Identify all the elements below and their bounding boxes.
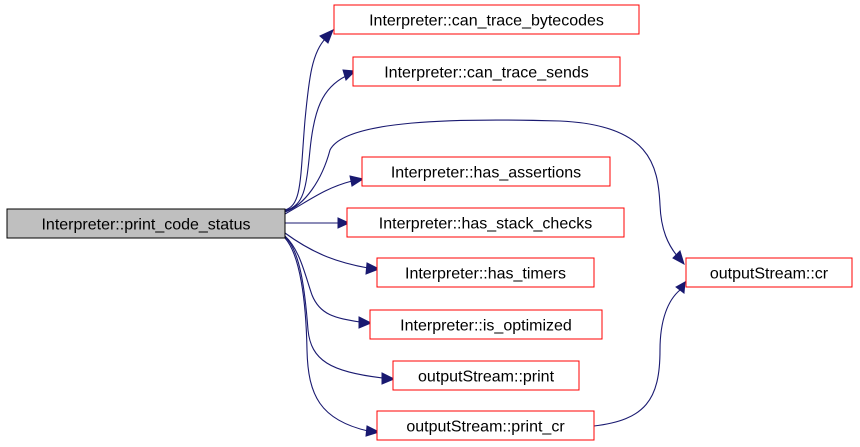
arrowhead-icon [381, 372, 396, 385]
arrowhead-icon [337, 217, 351, 229]
arrowhead-icon [342, 69, 357, 81]
node-cr[interactable]: outputStream::cr [685, 257, 853, 288]
edges-layer [284, 29, 686, 437]
node-has-timers[interactable]: Interpreter::has_timers [376, 257, 595, 288]
arrowhead-icon [365, 262, 381, 275]
edge-print_cr-to-cr [593, 281, 686, 427]
node-has-stack-checks[interactable]: Interpreter::has_stack_checks [346, 207, 625, 238]
edge-line [284, 75, 347, 212]
root-node-root[interactable]: Interpreter::print_code_status [6, 208, 286, 239]
node-print-cr[interactable]: outputStream::print_cr [376, 410, 595, 441]
edge-root-to-can_trace_bytecodes [284, 29, 334, 211]
node-label: outputStream::cr [710, 266, 829, 283]
node-box [685, 257, 853, 288]
node-box [369, 309, 603, 340]
edge-line [284, 232, 369, 269]
node-label: outputStream::print_cr [406, 419, 565, 436]
edge-root-to-print [284, 236, 396, 385]
node-box [6, 208, 286, 239]
arrowhead-icon [349, 175, 365, 187]
node-box [346, 207, 625, 238]
edge-root-to-is_optimized [284, 235, 373, 329]
nodes-layer: Interpreter::print_code_statusInterprete… [6, 4, 853, 441]
edge-line [284, 235, 361, 323]
node-box [376, 257, 595, 288]
node-label: Interpreter::is_optimized [400, 318, 572, 335]
node-can-trace-sends[interactable]: Interpreter::can_trace_sends [352, 56, 621, 87]
node-label: Interpreter::has_stack_checks [379, 216, 592, 233]
edge-line [593, 289, 681, 427]
arrowhead-icon [319, 29, 334, 44]
edge-line [284, 237, 369, 432]
edge-root-to-can_trace_sends [284, 69, 357, 212]
node-can-trace-bytecodes[interactable]: Interpreter::can_trace_bytecodes [333, 4, 640, 35]
node-label: Interpreter::print_code_status [41, 217, 250, 234]
arrowhead-icon [358, 316, 373, 329]
node-label: outputStream::print [418, 369, 555, 386]
edge-root-to-has_timers [284, 232, 381, 275]
node-label: Interpreter::has_assertions [391, 165, 581, 182]
node-box [392, 360, 580, 391]
edge-root-to-cr [284, 119, 685, 266]
edge-root-to-has_assertions [284, 175, 365, 215]
arrowhead-icon [365, 425, 381, 437]
node-box [361, 156, 611, 187]
arrowhead-icon [675, 281, 686, 294]
edge-line [284, 180, 353, 215]
edge-line [284, 119, 679, 258]
node-label: Interpreter::has_timers [405, 266, 566, 283]
node-print[interactable]: outputStream::print [392, 360, 580, 391]
node-box [333, 4, 640, 35]
node-box [352, 56, 621, 87]
node-label: Interpreter::can_trace_bytecodes [369, 13, 604, 30]
node-has-assertions[interactable]: Interpreter::has_assertions [361, 156, 611, 187]
edge-root-to-has_stack_checks [285, 217, 351, 229]
node-is-optimized[interactable]: Interpreter::is_optimized [369, 309, 603, 340]
node-box [376, 410, 595, 441]
node-label: Interpreter::can_trace_sends [384, 65, 589, 82]
arrowhead-icon [672, 250, 685, 266]
edge-line [284, 37, 327, 211]
edge-line [284, 236, 384, 379]
edge-root-to-print_cr [284, 237, 381, 437]
